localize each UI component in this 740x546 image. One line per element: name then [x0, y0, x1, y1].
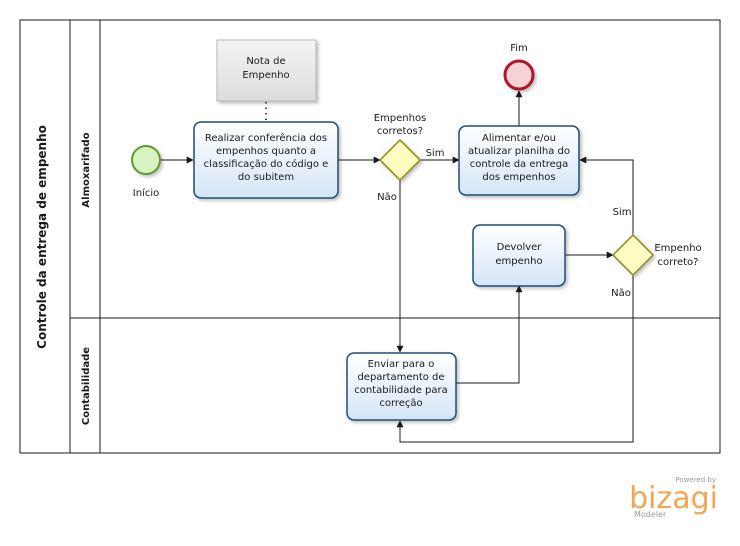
bizagi-logo: Powered by bizagi Modeler: [629, 476, 718, 519]
task-enviar-contabilidade[interactable]: Enviar para o departamento de contabilid…: [346, 352, 457, 421]
artifact-label-1: Nota de: [246, 56, 285, 67]
task-conferencia-line-1: Realizar conferência dos: [205, 132, 327, 144]
task-alimentar-line-4: dos empenhos: [482, 172, 555, 183]
artifact-label-2: Empenho: [242, 70, 289, 81]
start-event-label: Início: [133, 187, 159, 199]
end-event[interactable]: [503, 59, 535, 91]
task-alimentar-planilha[interactable]: Alimentar e/ou atualizar planilha do con…: [458, 125, 580, 196]
gateway1-label-2: corretos?: [377, 126, 423, 137]
nota-de-empenho-artifact[interactable]: Nota de Empenho: [216, 39, 317, 102]
sequence-flows: [161, 90, 634, 443]
gateway2-label-1: Empenho: [654, 243, 701, 254]
gateway-empenhos-corretos[interactable]: [378, 138, 422, 182]
gateway1-label-1: Empenhos: [374, 113, 427, 124]
gateway-empenho-correto[interactable]: [611, 233, 655, 277]
task-devolver-empenho[interactable]: Devolver empenho: [472, 224, 566, 287]
flow-label-nao-gateway1: Não: [377, 192, 397, 203]
lane-title-contabilidade: Contabilidade: [81, 347, 92, 425]
task-conferencia-line-4: do subitem: [238, 172, 294, 183]
task-enviar-line-1: Enviar para o: [368, 359, 435, 370]
flow-label-sim-gateway2: Sim: [613, 207, 632, 218]
task-conferencia-line-2: empenhos quanto a: [216, 146, 316, 157]
end-event-label: Fim: [510, 43, 528, 54]
pool-title: Controle da entrega de empenho: [35, 125, 49, 349]
flow-label-nao-gateway2: Não: [611, 288, 631, 299]
brand-product: Modeler: [634, 510, 667, 519]
flow-label-sim-gateway1: Sim: [426, 148, 445, 159]
brand-name: bizagi: [629, 481, 718, 516]
gateway2-label-2: correto?: [658, 257, 699, 268]
task-devolver-line-1: Devolver: [497, 242, 543, 253]
task-alimentar-line-2: atualizar planilha do: [468, 146, 570, 157]
task-realizar-conferencia[interactable]: Realizar conferência dos empenhos quanto…: [193, 121, 339, 199]
task-enviar-line-3: contabilidade para: [354, 385, 448, 396]
lane-title-almoxarifado: Almoxarifado: [81, 132, 92, 207]
task-enviar-line-4: correção: [379, 398, 422, 409]
flow-gateway2-yes: [579, 156, 634, 235]
task-alimentar-line-3: controle da entrega: [470, 159, 569, 170]
start-event[interactable]: [131, 145, 161, 175]
flow-enviar-to-devolver: [456, 285, 523, 384]
task-conferencia-line-3: classificação do código e: [204, 158, 329, 170]
flow-gateway2-no: [396, 275, 634, 443]
task-devolver-line-2: empenho: [495, 256, 542, 267]
brand-powered-by: Powered by: [675, 476, 716, 484]
task-alimentar-line-1: Alimentar e/ou: [482, 133, 556, 144]
task-enviar-line-2: departamento de: [357, 372, 444, 383]
